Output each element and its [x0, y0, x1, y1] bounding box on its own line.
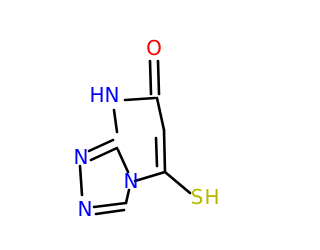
bond-c8a-n1	[89, 146, 119, 162]
bond-c7-c6	[155, 96, 166, 132]
bond-c5-n4	[133, 170, 167, 183]
atom-nh-n: N	[105, 83, 120, 107]
bond-c5-s	[163, 170, 192, 195]
atom-triazole-n-upper: N	[74, 145, 89, 169]
bonds	[78, 59, 192, 216]
atom-sulfur: S	[191, 185, 204, 209]
bond-c6-c5-inner	[154, 136, 159, 168]
atom-sh-h: H	[204, 185, 219, 209]
atom-oxygen: O	[146, 36, 162, 60]
bond-c8a-n1-inner	[87, 138, 115, 153]
chemical-structure: O N H N N N S H	[74, 36, 220, 221]
atom-triazole-n-lower: N	[78, 197, 93, 221]
bond-n2-c3-inner	[94, 208, 126, 216]
bond-n1-n2	[78, 164, 84, 197]
atom-nh-h: H	[89, 83, 104, 107]
bond-c7-o-b	[156, 59, 161, 96]
bond-n8-c8a	[112, 108, 119, 134]
bond-c7-n8	[123, 96, 157, 102]
bond-c6-c5	[162, 128, 167, 174]
bond-n4-c8a	[116, 148, 130, 174]
bond-n2-c3	[92, 201, 128, 209]
bond-c3-n4	[124, 188, 131, 205]
atom-bridge-n: N	[124, 169, 139, 193]
bond-c7-o-a	[148, 59, 153, 96]
